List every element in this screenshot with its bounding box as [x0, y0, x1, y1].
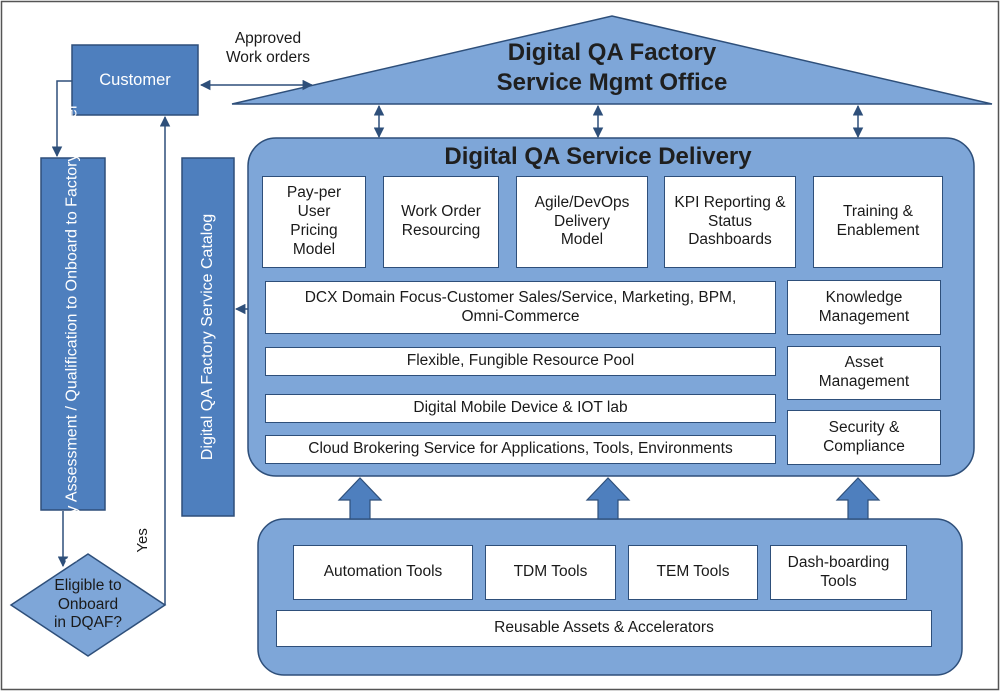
- yes-label: Yes: [133, 527, 151, 553]
- up-arrow-2: [585, 477, 631, 520]
- resource-pool-box: Flexible, Fungible Resource Pool: [265, 347, 776, 376]
- up-arrow-3: [835, 477, 881, 520]
- dashboarding-tools-box: Dash-boarding Tools: [770, 545, 907, 600]
- training-enablement-box: Training & Enablement: [813, 176, 943, 268]
- customer-box: Customer: [72, 45, 198, 115]
- smo-triangle: [231, 15, 993, 105]
- reusable-assets-box: Reusable Assets & Accelerators: [276, 610, 932, 647]
- smo-title: Digital QA Factory Service Mgmt Office: [430, 38, 794, 98]
- automation-tools-box: Automation Tools: [293, 545, 473, 600]
- maturity-assessment-bar: Maturity Assessment / Qualification to O…: [41, 105, 105, 562]
- catalog-bar-shape: [181, 157, 235, 517]
- decision-label: Eligible to Onboard in DQAF?: [53, 577, 123, 632]
- approved-work-orders-label: Approved Work orders: [225, 30, 311, 66]
- cloud-brokering-box: Cloud Brokering Service for Applications…: [265, 435, 776, 464]
- up-arrow-1: [337, 477, 383, 520]
- maturity-bar-shape: [40, 157, 106, 511]
- customer-maturity-arrow: [51, 80, 72, 158]
- knowledge-management-box: Knowledge Management: [787, 280, 941, 335]
- customer-label: Customer: [99, 70, 171, 89]
- service-catalog-bar: Digital QA Factory Service Catalog: [182, 158, 234, 516]
- mobile-iot-lab-box: Digital Mobile Device & IOT lab: [265, 394, 776, 423]
- service-catalog-label: Digital QA Factory Service Catalog: [199, 213, 217, 461]
- tdm-tools-box: TDM Tools: [485, 545, 616, 600]
- smo-title-line1: Digital QA Factory: [507, 39, 717, 66]
- pricing-model-box: Pay-per User Pricing Model: [262, 176, 366, 268]
- maturity-assessment-label: Maturity Assessment / Qualification to O…: [64, 105, 81, 563]
- agile-devops-box: Agile/DevOps Delivery Model: [516, 176, 648, 268]
- tem-tools-box: TEM Tools: [628, 545, 758, 600]
- security-compliance-box: Security & Compliance: [787, 410, 941, 465]
- work-order-resourcing-box: Work Order Resourcing: [383, 176, 499, 268]
- delivery-title: Digital QA Service Delivery: [444, 143, 752, 170]
- asset-management-box: Asset Management: [787, 346, 941, 400]
- dcx-domain-box: DCX Domain Focus-Customer Sales/Service,…: [265, 281, 776, 334]
- customer-box-shape: [71, 44, 199, 116]
- smo-title-line2: Service Mgmt Office: [496, 69, 728, 96]
- decision-diamond: [9, 553, 167, 657]
- kpi-reporting-box: KPI Reporting & Status Dashboards: [664, 176, 796, 268]
- yes-label-wrap: Yes: [131, 522, 155, 558]
